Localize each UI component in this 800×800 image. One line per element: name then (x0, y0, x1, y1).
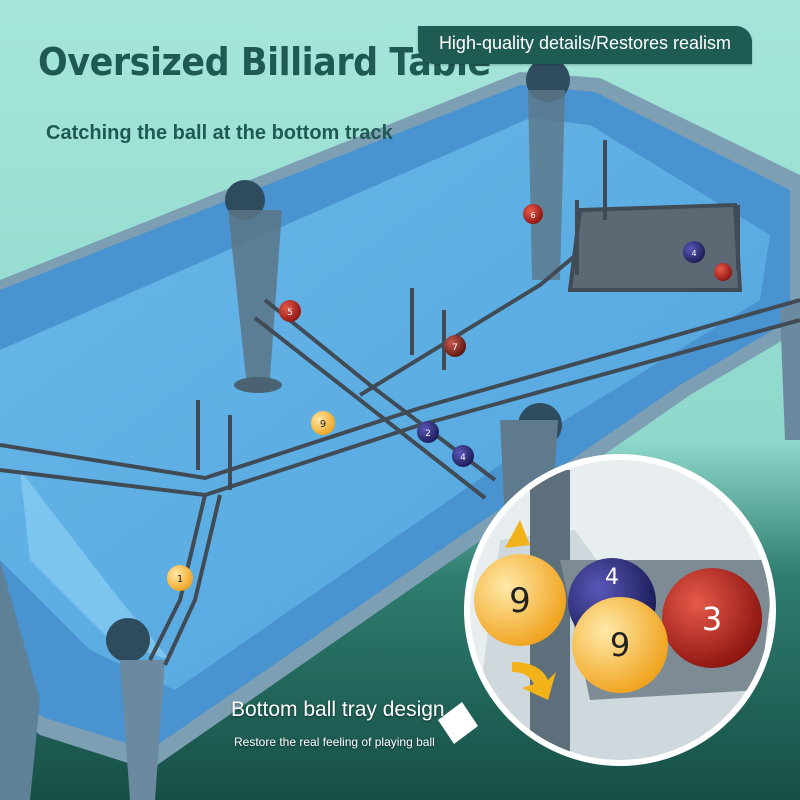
subtitle: Catching the ball at the bottom track (46, 122, 393, 144)
table-ball (452, 445, 474, 467)
ball-number: 9 (509, 581, 531, 621)
tray-caption-title: Bottom ball tray design (231, 698, 445, 721)
page-title: Oversized Billiard Table (38, 40, 491, 84)
tray-ball (662, 568, 762, 668)
feature-badge: High-quality details/Restores realism (418, 26, 752, 64)
ball-number: 5 (287, 308, 293, 318)
table-balls (167, 204, 732, 591)
pointer-shape (438, 702, 478, 744)
ball-number: 7 (452, 343, 458, 353)
table-ball (523, 204, 543, 224)
ball-number: 3 (702, 600, 722, 638)
arrow-icon (512, 662, 556, 700)
ball-number: 9 (320, 419, 326, 430)
ball-columns (228, 90, 565, 520)
ball-number: 2 (425, 429, 431, 439)
tray-caption-subtitle: Restore the real feeling of playing ball (234, 735, 435, 749)
table-ball (311, 411, 335, 435)
table-ball (683, 241, 705, 263)
ball-number: 4 (605, 565, 619, 590)
table-ball (167, 565, 193, 591)
table-ball (444, 335, 466, 357)
tray-detail-inset (464, 454, 776, 766)
arrow-icon (505, 520, 530, 548)
ball-number: 1 (177, 574, 183, 585)
ball-number: 4 (691, 249, 696, 258)
table-ball (279, 300, 301, 322)
tray-ball (572, 597, 668, 693)
table-ball (714, 263, 732, 281)
tray-ball (474, 554, 566, 646)
table-ball (417, 421, 439, 443)
ball-number: 4 (460, 453, 466, 463)
ball-number: 6 (530, 211, 535, 220)
feature-badge-label: High-quality details/Restores realism (438, 33, 732, 53)
ball-tracks (0, 140, 800, 666)
ball-number: 9 (610, 626, 630, 664)
